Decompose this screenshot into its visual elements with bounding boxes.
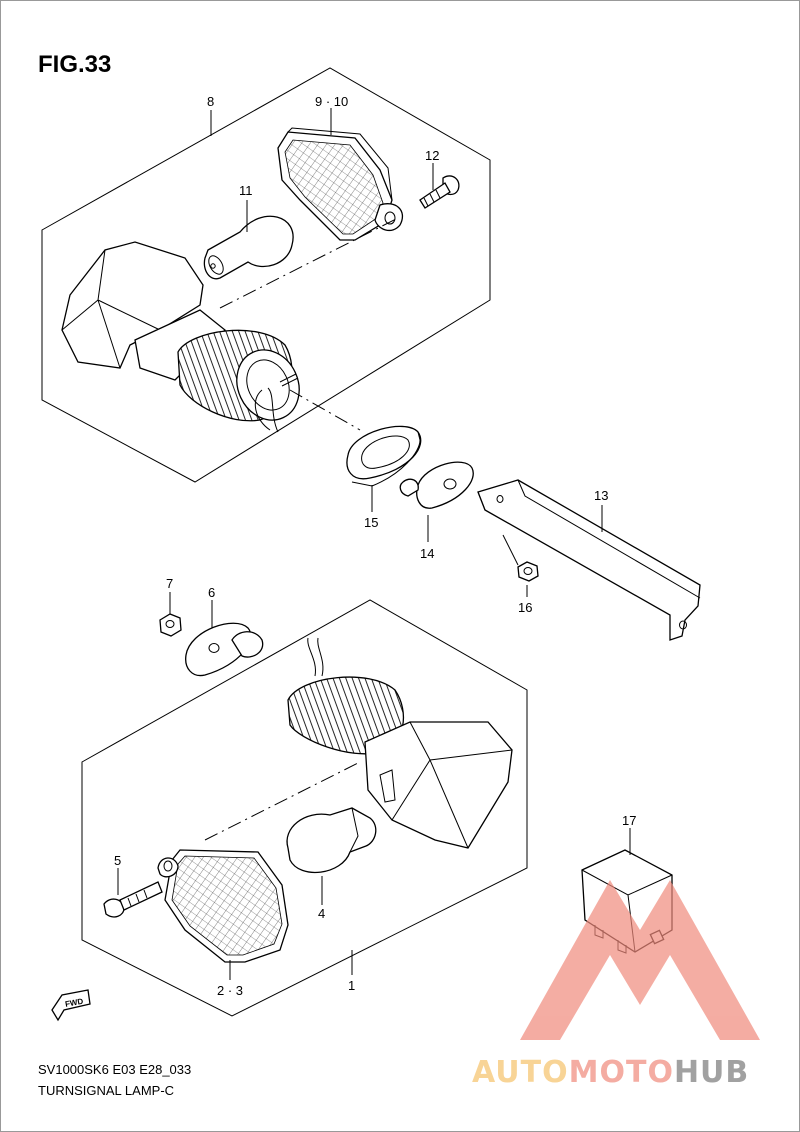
callout-17: 17: [622, 813, 636, 828]
front-lamp-housing: [287, 637, 513, 849]
gasket-6: [185, 622, 264, 677]
watermark-triangle-icon: [520, 880, 760, 1040]
watermark-logo: AUTOMOTOHUB: [472, 880, 760, 1090]
bracket-13: [477, 479, 701, 641]
section-name: TURNSIGNAL LAMP-C: [38, 1083, 174, 1098]
callout-13: 13: [594, 488, 608, 503]
bulb-11: [203, 215, 294, 280]
upper-assembly-frame: [41, 67, 491, 483]
lens-2-3: [157, 849, 289, 963]
lower-assembly-group: [81, 599, 528, 1017]
upper-assembly-group: [41, 67, 491, 483]
watermark-part-1: AUTO: [472, 1055, 569, 1090]
callout-2-3: 2 · 3: [217, 983, 243, 998]
screw-5: [103, 881, 163, 918]
callout-16: 16: [518, 600, 532, 615]
watermark-part-2: MOTO: [569, 1055, 674, 1090]
callout-7: 7: [166, 576, 173, 591]
gasket-15: [346, 425, 422, 487]
callout-11: 11: [239, 183, 253, 198]
callout-14: 14: [420, 546, 434, 561]
callout-9-10: 9 · 10: [315, 94, 348, 109]
callout-5: 5: [114, 853, 121, 868]
lower-assembly-frame: [81, 599, 528, 1017]
rear-lamp-housing: [61, 241, 300, 433]
gasket-14: [399, 461, 474, 509]
watermark-part-3: HUB: [674, 1055, 749, 1090]
lens-9-10: [277, 127, 404, 241]
nut-7: [159, 613, 182, 637]
screw-12: [419, 175, 460, 209]
callout-4: 4: [318, 906, 325, 921]
svg-text:AUTOMOTOHUB: AUTOMOTOHUB: [472, 1055, 749, 1090]
fwd-label: FWD: [64, 997, 84, 1009]
callout-8: 8: [207, 94, 214, 109]
bulb-4: [286, 807, 377, 874]
model-code: SV1000SK6 E03 E28_033: [38, 1062, 191, 1077]
callout-15: 15: [364, 515, 378, 530]
nut-16: [517, 561, 539, 582]
callout-1: 1: [348, 978, 355, 993]
callout-6: 6: [208, 585, 215, 600]
fwd-arrow-icon: FWD: [51, 989, 91, 1022]
figure-title: FIG.33: [38, 51, 111, 78]
callout-12: 12: [425, 148, 439, 163]
